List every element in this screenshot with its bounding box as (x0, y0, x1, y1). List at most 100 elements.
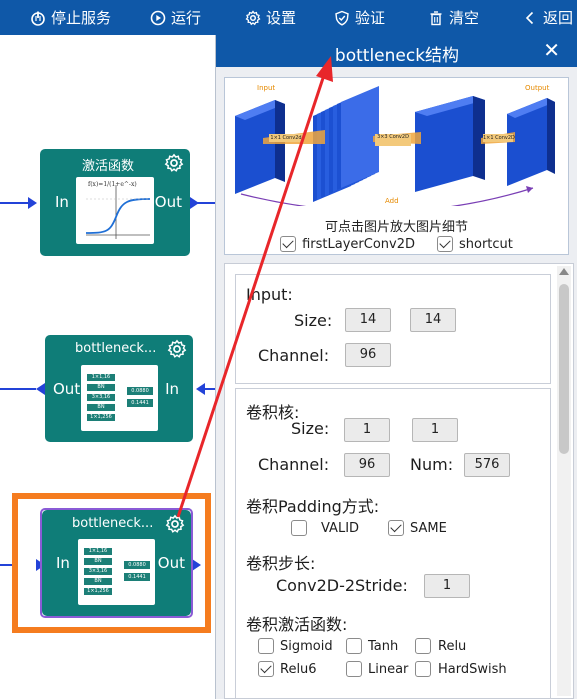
gear-icon[interactable] (164, 153, 184, 173)
run-button[interactable]: 运行 (150, 0, 201, 35)
back-button[interactable]: 返回 (522, 0, 573, 35)
power-icon (30, 10, 46, 26)
padding-valid-label: VALID (321, 521, 360, 536)
input-section-title: Input: (246, 285, 293, 304)
panel-title: bottleneck结构 (334, 46, 460, 66)
bottleneck-thumbnail: Image 1×1,16 BN 3×3,16 BN 1×1,256 0.0880… (81, 365, 158, 431)
diagram-input-label: Input (257, 84, 276, 92)
node-output-port[interactable]: Out (154, 193, 182, 211)
padding-same-label: SAME (410, 521, 447, 536)
kernel-channel-value[interactable]: 96 (344, 453, 390, 477)
validate-label: 验证 (355, 9, 386, 27)
activation-linear-label: Linear (368, 662, 409, 677)
kernel-num-value[interactable]: 576 (464, 453, 510, 477)
stop-service-label: 停止服务 (51, 9, 112, 27)
bottleneck-node[interactable]: bottleneck... Out In Image 1×1,16 BN 3×3… (45, 335, 193, 442)
close-icon[interactable]: ✕ (543, 38, 560, 62)
scroll-up-arrow-icon[interactable] (559, 268, 569, 275)
input-section: Input: Size: 14 14 Channel: 96 (235, 274, 551, 384)
activation-tanh-checkbox[interactable] (346, 638, 362, 654)
activation-hardswish-label: HardSwish (438, 662, 507, 677)
kernel-size-label: Size: (291, 419, 330, 438)
activation-tanh-label: Tanh (368, 639, 399, 654)
settings-label: 设置 (266, 9, 297, 27)
connection-arrow (192, 559, 201, 571)
validate-button[interactable]: 验证 (334, 0, 385, 35)
chevron-left-icon (522, 10, 538, 26)
flow-canvas[interactable]: 激活函数 In Out f(x)=1/(1+e^-x) bottleneck..… (0, 35, 215, 699)
shield-check-icon (334, 10, 350, 26)
bottleneck-node-selected[interactable]: bottleneck... In Out Image 1×1,16 BN 3×3… (42, 510, 191, 616)
activation-hardswish-checkbox[interactable] (415, 661, 431, 677)
run-label: 运行 (171, 9, 202, 27)
activation-linear-checkbox[interactable] (346, 661, 362, 677)
node-title: 激活函数 (81, 159, 134, 174)
clear-button[interactable]: 清空 (428, 0, 479, 35)
activation-relu-label: Relu (438, 639, 467, 654)
stop-service-button[interactable]: 停止服务 (30, 0, 111, 35)
panel-header: bottleneck结构 ✕ (216, 35, 577, 67)
diagram-conv2-label: 3×3 Conv2D (377, 134, 409, 140)
diagram-conv1-label: 1×1 Conv2d (270, 135, 302, 141)
settings-button[interactable]: 设置 (245, 0, 296, 35)
padding-label: 卷积Padding方式: (246, 497, 380, 516)
activation-relu6-label: Relu6 (280, 662, 317, 677)
structure-preview: Input Output 1×1 Conv2d 3×3 Conv2D 1×1 C… (224, 77, 569, 255)
kernel-num-label: Num: (410, 455, 454, 474)
gear-icon[interactable] (167, 339, 187, 359)
scrollbar-thumb[interactable] (559, 284, 569, 454)
node-input-port[interactable]: In (165, 380, 179, 398)
first-layer-conv2d-checkbox[interactable]: firstLayerConv2D (280, 236, 415, 252)
kernel-size-width[interactable]: 1 (344, 418, 390, 442)
selected-node-outline (40, 508, 193, 618)
input-channel-value[interactable]: 96 (345, 343, 391, 367)
node-output-port[interactable]: Out (53, 380, 81, 398)
node-title: bottleneck... (72, 516, 154, 531)
activation-sigmoid-checkbox[interactable] (258, 638, 274, 654)
bottleneck-config-panel: bottleneck结构 ✕ (215, 35, 577, 699)
trash-icon (428, 10, 444, 26)
stride-value[interactable]: 1 (424, 574, 470, 598)
node-input-port[interactable]: In (55, 193, 69, 211)
stride-label: Conv2D-2Stride: (276, 576, 408, 595)
padding-valid-checkbox[interactable] (291, 520, 307, 536)
diagram-conv3-label: 1×1 Conv2D (483, 135, 515, 141)
stride-section-title: 卷积步长: (246, 554, 316, 573)
activation-relu6-checkbox[interactable] (258, 661, 274, 677)
node-input-port[interactable]: In (56, 554, 70, 572)
config-scroll-area[interactable]: Input: Size: 14 14 Channel: 96 卷积核: Size… (224, 263, 574, 699)
checkbox-box[interactable] (437, 236, 453, 252)
kernel-size-height[interactable]: 1 (412, 418, 458, 442)
node-title: bottleneck... (75, 341, 157, 356)
clear-label: 清空 (449, 9, 480, 27)
input-size-width[interactable]: 14 (345, 308, 391, 332)
activation-function-node[interactable]: 激活函数 In Out f(x)=1/(1+e^-x) (40, 149, 190, 256)
connection-arrow (196, 383, 205, 395)
checkbox-box[interactable] (280, 236, 297, 252)
preview-options: firstLayerConv2D shortcut (225, 236, 568, 252)
connection-line (0, 202, 30, 204)
diagram-output-label: Output (525, 84, 550, 92)
connection-line (0, 564, 14, 566)
connection-arrow (36, 383, 45, 395)
input-size-label: Size: (294, 311, 333, 330)
kernel-section: 卷积核: Size: 1 1 Channel: 96 Num: 576 卷积Pa… (235, 388, 551, 698)
back-label: 返回 (543, 9, 574, 27)
activation-sigmoid-label: Sigmoid (280, 639, 333, 654)
connection-line (0, 388, 36, 390)
preview-hint: 可点击图片放大图片细节 (324, 220, 468, 235)
connection-arrow (190, 197, 199, 209)
activation-relu-checkbox[interactable] (415, 638, 431, 654)
bottleneck-thumbnail: Image 1×1,16 BN 3×3,16 BN 1×1,256 0.0880… (78, 539, 155, 605)
top-toolbar: 停止服务 运行 设置 验证 清空 返回 (0, 0, 577, 35)
bottleneck-diagram-image[interactable]: Input Output 1×1 Conv2d 3×3 Conv2D 1×1 C… (233, 82, 561, 213)
connection-arrow (28, 197, 37, 209)
input-channel-label: Channel: (258, 346, 330, 365)
input-size-height[interactable]: 14 (410, 308, 456, 332)
gear-icon (245, 9, 261, 26)
padding-same-checkbox[interactable] (388, 520, 404, 536)
vertical-scrollbar[interactable] (557, 266, 571, 696)
node-output-port[interactable]: Out (157, 554, 185, 572)
shortcut-checkbox[interactable]: shortcut (437, 236, 513, 252)
gear-icon[interactable] (165, 514, 185, 534)
